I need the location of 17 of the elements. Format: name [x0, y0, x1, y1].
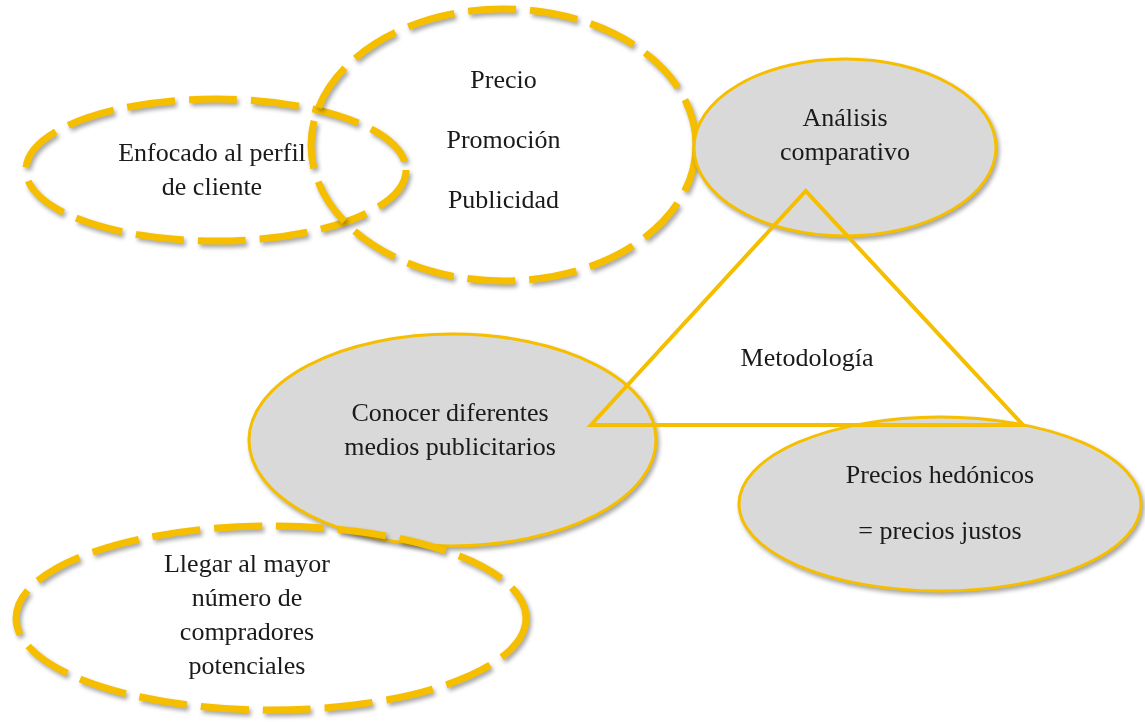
shaded-ellipse	[690, 55, 1000, 240]
node-label: = precios justos	[858, 515, 1022, 547]
node-label: Precios hedónicos	[845, 459, 1035, 491]
dashed-ellipse	[22, 95, 410, 245]
node-label: Conocer diferentes medios publicitarios	[343, 397, 557, 463]
node-label: Enfocado al perfil de cliente	[117, 137, 307, 203]
node-label: Publicidad	[447, 184, 560, 216]
node-label: Promoción	[446, 124, 561, 156]
node-label: Metodología	[740, 342, 874, 374]
node-label: Análisis comparativo	[779, 102, 911, 168]
node-label: Llegar al mayor número de compradores potenciales	[163, 547, 331, 682]
shaded-ellipse	[245, 330, 660, 550]
node-label: Precio	[470, 64, 537, 96]
dashed-ellipse	[307, 5, 700, 285]
shaded-ellipse	[735, 413, 1145, 595]
dashed-ellipse	[12, 522, 530, 714]
triangle	[588, 188, 1026, 428]
